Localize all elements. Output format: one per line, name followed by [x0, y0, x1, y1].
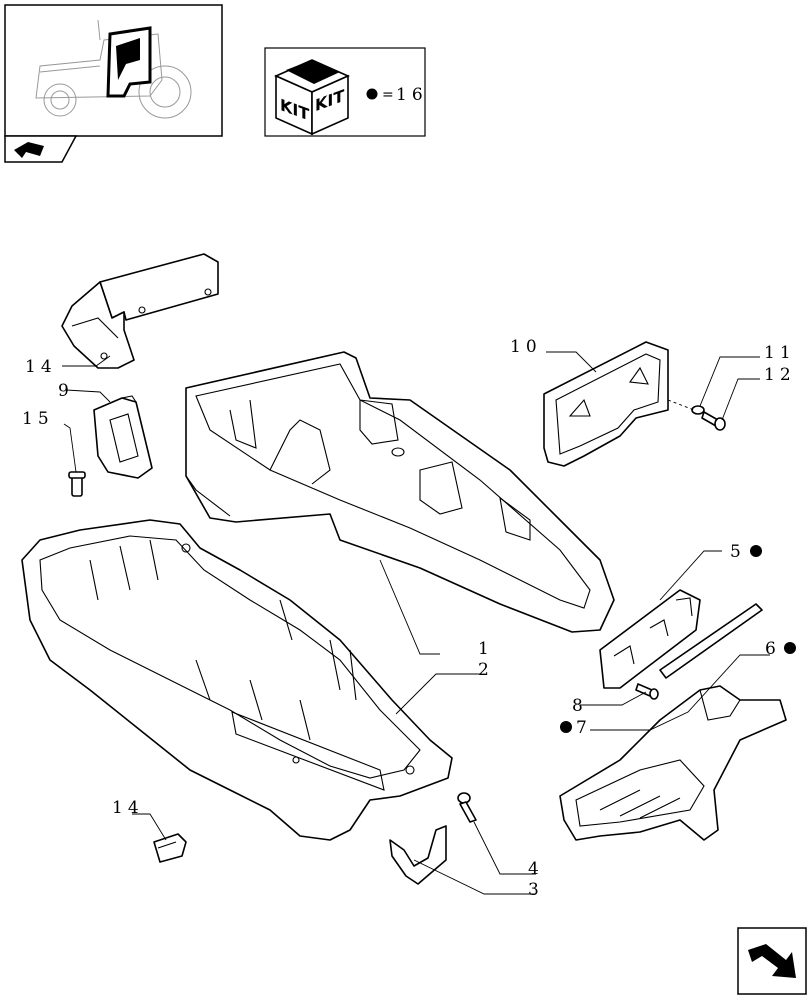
callout-13[interactable]: 14: [25, 357, 57, 377]
support-rod[interactable]: [659, 603, 763, 679]
part-2-lower-housing[interactable]: [21, 519, 453, 841]
callout-7[interactable]: 7: [576, 718, 592, 738]
callout-12[interactable]: 12: [764, 365, 796, 385]
part-9-clip[interactable]: [93, 395, 153, 479]
callout-3[interactable]: 3: [528, 880, 544, 900]
part-5-bracket[interactable]: [599, 589, 701, 689]
kit-marker-6: [784, 642, 796, 654]
kit-dot-icon: [366, 88, 378, 100]
callout-1[interactable]: 1: [478, 639, 494, 659]
part-6-support[interactable]: [559, 685, 787, 841]
part-13-cover[interactable]: [61, 253, 219, 369]
kit-marker-7: [560, 721, 572, 733]
kit-marker-5: [750, 545, 762, 557]
part-11-washer[interactable]: [691, 405, 705, 415]
part-4-screw[interactable]: [457, 792, 477, 823]
part-15-bolt[interactable]: [68, 471, 86, 497]
kit-equals-sign: =: [382, 87, 394, 103]
part-12-screw[interactable]: [701, 411, 726, 431]
callout-4[interactable]: 4: [528, 859, 544, 879]
callout-5[interactable]: 5: [730, 542, 746, 562]
callout-9[interactable]: 9: [58, 381, 74, 401]
kit-legend: KIT KIT = 16: [264, 47, 428, 137]
tractor-thumbnail[interactable]: [4, 4, 223, 137]
next-page-arrow-icon: [748, 944, 796, 978]
part-3-strap[interactable]: [389, 825, 447, 885]
callout-6[interactable]: 6: [765, 639, 781, 659]
part-1-console-housing[interactable]: [185, 351, 615, 633]
back-tab[interactable]: [4, 135, 78, 163]
part-10-panel[interactable]: [543, 341, 669, 467]
kit-box-icon: KIT KIT: [274, 59, 350, 136]
back-arrow-icon: [14, 142, 44, 158]
callout-11[interactable]: 11: [764, 343, 796, 363]
callout-10[interactable]: 10: [510, 337, 542, 357]
callout-8[interactable]: 8: [572, 696, 588, 716]
leader-lines: [62, 351, 770, 895]
callouts: 14 9 15 10 11 12 5 1 2 6 8 7 14 4 3: [22, 337, 796, 900]
kit-reference-number: 16: [396, 85, 428, 105]
callout-14[interactable]: 14: [112, 798, 144, 818]
callout-15[interactable]: 15: [22, 409, 54, 429]
part-8-bolt[interactable]: [635, 683, 659, 700]
next-page-button[interactable]: [737, 927, 807, 995]
tractor-cab-thumbnail-icon: [35, 19, 192, 119]
part-14-clip-nut[interactable]: [153, 833, 187, 863]
callout-2[interactable]: 2: [478, 660, 494, 680]
